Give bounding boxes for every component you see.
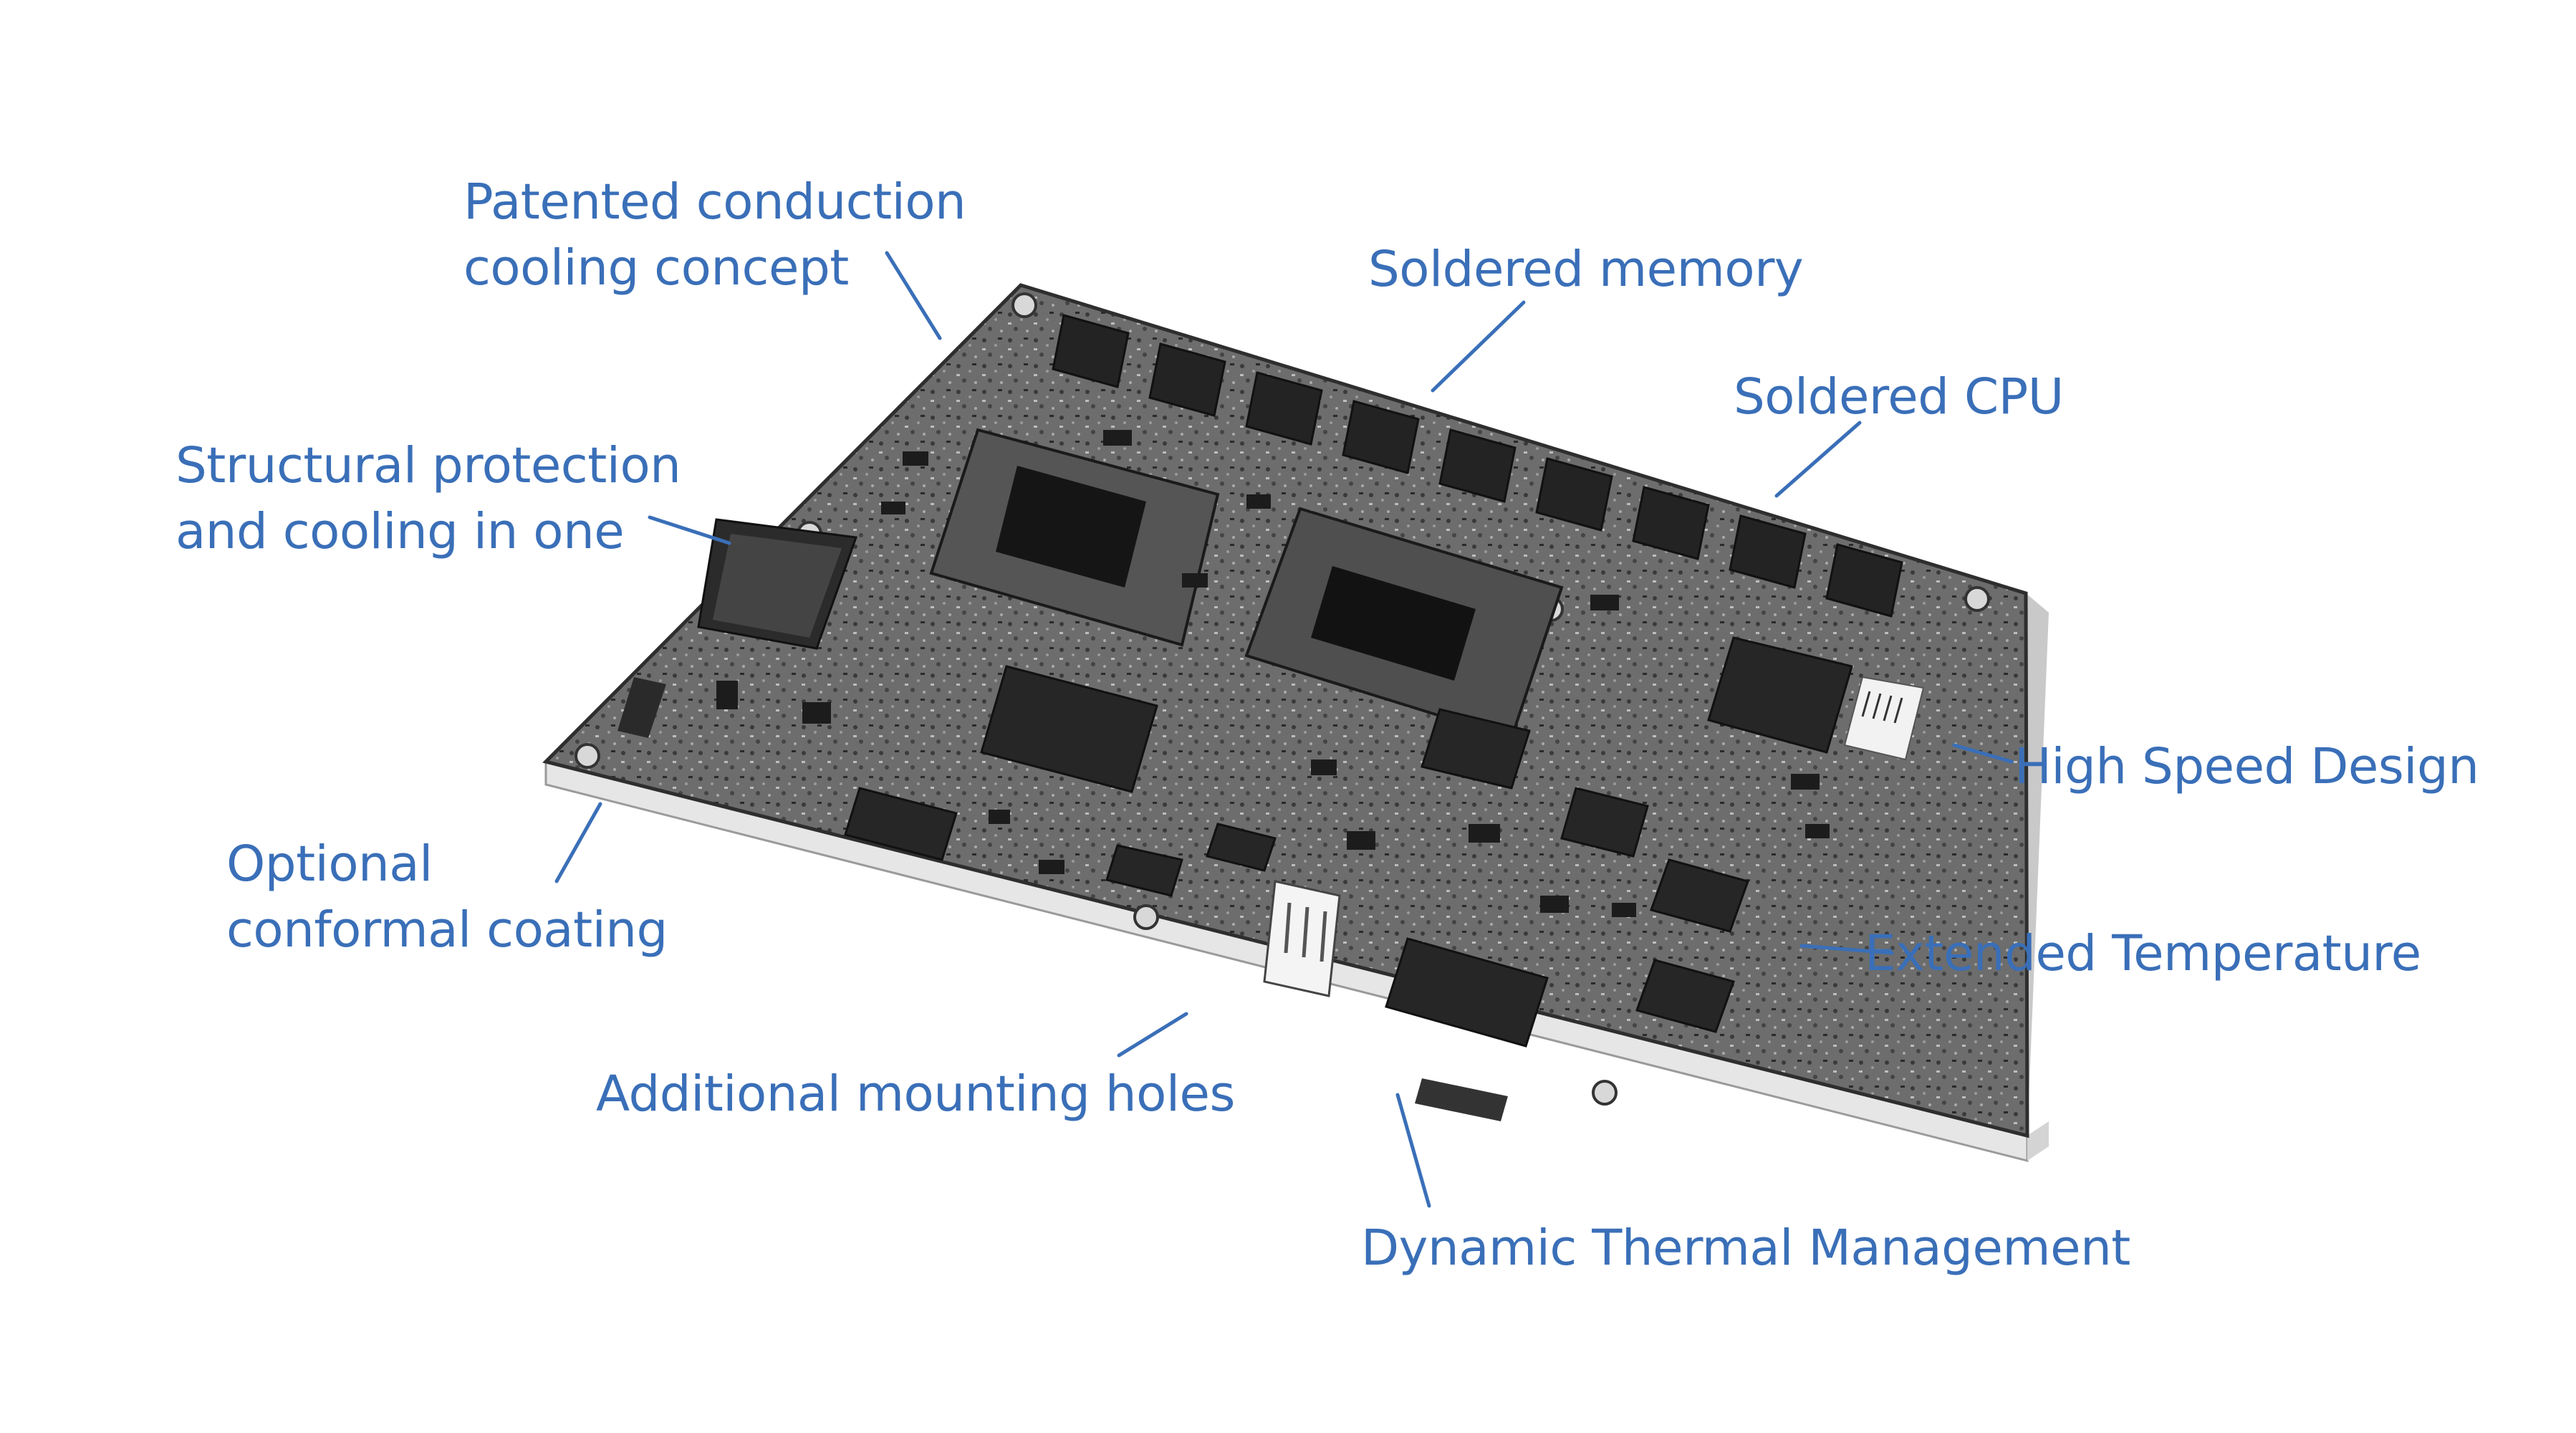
callout-soldered-memory: Soldered memory — [1368, 241, 1804, 298]
callout-optional-line2: conformal coating — [226, 901, 668, 959]
callout-extended-temperature: Extended Temperature — [1865, 925, 2421, 982]
pcb-board — [542, 283, 2049, 1162]
callout-patented-line2: cooling concept — [463, 239, 849, 297]
callout-high-speed-design: High Speed Design — [2014, 738, 2479, 795]
callout-additional-mounting-holes: Additional mounting holes — [596, 1065, 1235, 1123]
callout-optional-coating: Optional conformal coating — [226, 831, 668, 963]
leader-high-speed — [1952, 743, 2014, 764]
leader-mounting-holes — [1117, 1012, 1188, 1058]
callout-structural-line2: and cooling in one — [176, 503, 625, 560]
leader-soldered-memory — [1431, 300, 1526, 393]
leader-soldered-cpu — [1774, 421, 1862, 498]
callout-patented-line1: Patented conduction — [463, 173, 966, 231]
callout-structural-line1: Structural protection — [176, 437, 681, 494]
leader-patented — [885, 251, 942, 340]
callout-structural-protection: Structural protection and cooling in one — [176, 433, 681, 565]
leader-extended-temp — [1799, 944, 1894, 955]
leader-optional — [554, 802, 602, 883]
callout-patented-conduction: Patented conduction cooling concept — [463, 169, 966, 301]
leader-dtm — [1395, 1093, 1431, 1208]
leader-lines — [554, 251, 2014, 1208]
leader-structural — [648, 515, 731, 545]
callout-soldered-cpu: Soldered CPU — [1734, 368, 2064, 426]
callout-optional-line1: Optional — [226, 835, 433, 893]
callout-dynamic-thermal-management: Dynamic Thermal Management — [1361, 1219, 2130, 1277]
